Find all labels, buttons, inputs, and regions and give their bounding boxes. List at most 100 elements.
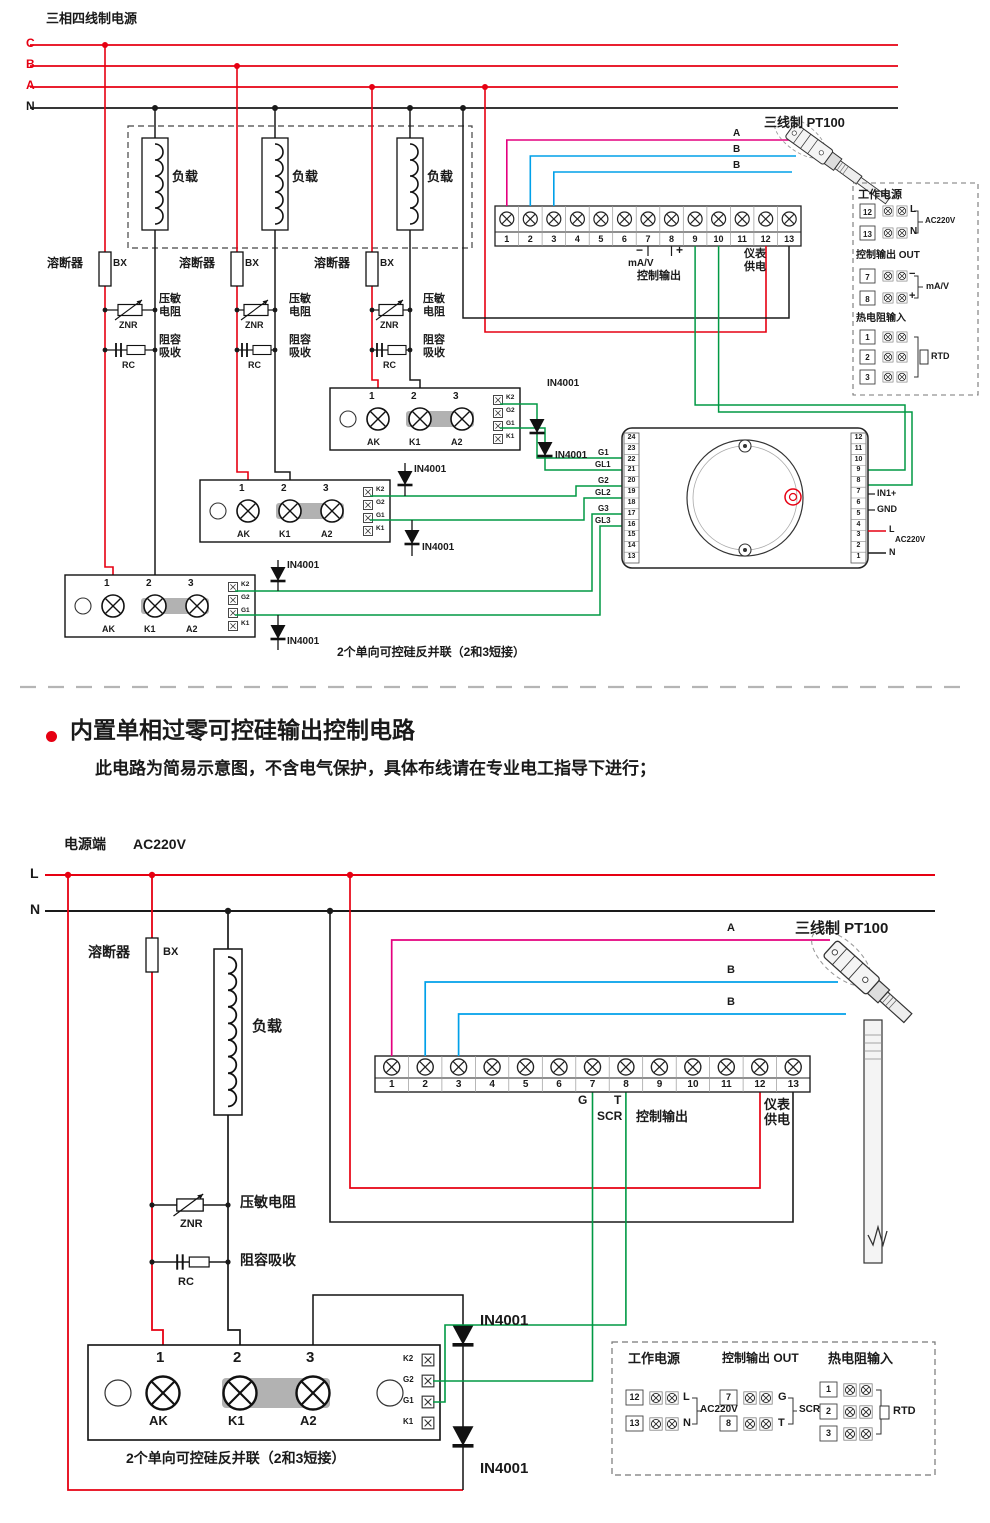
panel-l: L xyxy=(910,204,917,215)
znr-label-1: ZNR xyxy=(119,320,138,330)
top-power-rails xyxy=(30,42,898,111)
module3-gate-0: K2 xyxy=(506,394,515,401)
gate-wire-label-0: G1 xyxy=(598,448,609,457)
top-snubbers xyxy=(102,299,413,358)
module2-k1: K1 xyxy=(279,529,291,539)
rail-label-l: L xyxy=(30,865,39,881)
bstrip-g: G xyxy=(578,1093,588,1107)
pt100-wire-b1-bottom: B xyxy=(727,964,735,976)
panel-term-1: 1 xyxy=(865,333,870,342)
load-coil-2 xyxy=(261,137,289,231)
module3-term-3: 3 xyxy=(453,391,459,402)
pt100-title-top: 三线制 PT100 xyxy=(764,115,845,130)
bstrip-t: T xyxy=(614,1093,622,1107)
temperature-controller xyxy=(621,427,886,569)
bottom-power-rails xyxy=(45,871,935,915)
module1-gate-0: K2 xyxy=(241,581,250,588)
pt100-wire-a-bottom: A xyxy=(727,922,735,934)
rc-abbrev-bottom: RC xyxy=(178,1276,194,1288)
diode-icon-3b xyxy=(536,440,554,458)
rc-label-2: 阻容 吸收 xyxy=(289,334,311,359)
znr-label-3: ZNR xyxy=(380,320,399,330)
bpanel-out-title: 控制输出 OUT xyxy=(722,1351,799,1365)
bmodule-gate-1: G2 xyxy=(403,1375,414,1384)
load-label-bottom: 负载 xyxy=(252,1018,283,1035)
panel-term-3: 3 xyxy=(865,373,870,382)
rail-label-b: B xyxy=(26,57,35,71)
pt100-probe-top xyxy=(766,107,891,205)
controller-ac: AC220V xyxy=(895,535,926,544)
panel-power-title: 工作电源 xyxy=(858,189,902,201)
pt100-wire-b2-top: B xyxy=(733,160,741,171)
bstrip-scr: SCR xyxy=(597,1109,623,1123)
panel-rtd-title: 热电阻输入 xyxy=(856,313,906,324)
module3-gate-2: G1 xyxy=(506,420,515,427)
bstrip-ctrl-out: 控制输出 xyxy=(636,1109,689,1124)
top-scr-modules xyxy=(65,388,520,637)
brand-logo-icon xyxy=(784,488,802,506)
bmodule-gate-2: G1 xyxy=(403,1396,414,1405)
bpanel-term-12: 12 xyxy=(629,1392,640,1402)
top-load-bank xyxy=(127,108,473,249)
top-gate-wires xyxy=(235,403,622,616)
pt100-wire-b1-top: B xyxy=(733,144,741,155)
load-label-2: 负载 xyxy=(292,169,319,184)
diode-icon-1a xyxy=(269,565,287,583)
bpanel-rtd-title: 热电阻输入 xyxy=(828,1351,894,1366)
module3-ak: AK xyxy=(367,437,380,447)
module1-a2: A2 xyxy=(186,624,198,634)
bstrip-meter-supply: 仪表 供电 xyxy=(764,1097,791,1127)
panel-term-7: 7 xyxy=(865,273,870,282)
module1-k1: K1 xyxy=(144,624,156,634)
strip-plus: + xyxy=(676,243,684,257)
bmodule-gate-0: K2 xyxy=(403,1354,414,1363)
rc-label-3: 阻容 吸收 xyxy=(423,334,445,359)
rtd-resistor-icon xyxy=(919,349,929,365)
controller-in1: IN1+ xyxy=(877,488,897,498)
gate-wire-label-2: G2 xyxy=(598,476,609,485)
fuse-bx-3: BX xyxy=(380,258,394,269)
top-caption: 2个单向可控硅反并联（2和3短接） xyxy=(337,645,526,659)
rc-abbrev-3: RC xyxy=(383,360,396,370)
strip-minus: − xyxy=(636,243,644,257)
bpanel-term-2: 2 xyxy=(825,1406,831,1416)
fuse-bx-2: BX xyxy=(245,258,259,269)
bottom-pt100-wires xyxy=(390,939,846,1056)
bpanel-term-13: 13 xyxy=(629,1418,640,1428)
rail-label-a: A xyxy=(26,78,35,92)
top-pt100-wires xyxy=(505,139,800,206)
diode-icon-bottom-1 xyxy=(450,1323,476,1347)
rail-label-n-bottom: N xyxy=(30,901,41,917)
top-diodes xyxy=(269,417,554,650)
fuse-bx-bottom: BX xyxy=(163,946,179,958)
bmodule-k1: K1 xyxy=(228,1413,245,1428)
bmodule-gate-3: K1 xyxy=(403,1417,414,1426)
top-instrument-supply-wires xyxy=(462,87,790,333)
bottom-caption: 2个单向可控硅反并联（2和3短接） xyxy=(126,1450,346,1466)
varistor-label-1: 压敏 电阻 xyxy=(159,293,181,318)
controller-n: N xyxy=(889,547,896,557)
rc-label-bottom: 阻容吸收 xyxy=(240,1252,296,1268)
panel-rtd: RTD xyxy=(931,351,950,361)
diode-label-1b: IN4001 xyxy=(287,636,320,647)
module3-gate-1: G2 xyxy=(506,407,515,414)
module2-term-3: 3 xyxy=(323,483,329,494)
diode-label-1a: IN4001 xyxy=(287,560,320,571)
module2-a2: A2 xyxy=(321,529,333,539)
load-coil-3 xyxy=(396,137,424,231)
panel-plus: + xyxy=(909,290,916,302)
rc-abbrev-2: RC xyxy=(248,360,261,370)
fuse-label-2: 溶断器 xyxy=(179,256,216,270)
diode-label-3a: IN4001 xyxy=(547,378,580,389)
module2-term-1: 1 xyxy=(239,483,245,494)
bmodule-term-2: 2 xyxy=(233,1349,242,1366)
varistor-icon-2 xyxy=(240,299,269,321)
top-info-panel xyxy=(852,182,979,396)
gate-wire-label-3: GL2 xyxy=(595,488,611,497)
bpanel-l: L xyxy=(683,1391,690,1403)
panel-term-13: 13 xyxy=(863,230,872,239)
top-terminal-strip xyxy=(494,205,802,256)
